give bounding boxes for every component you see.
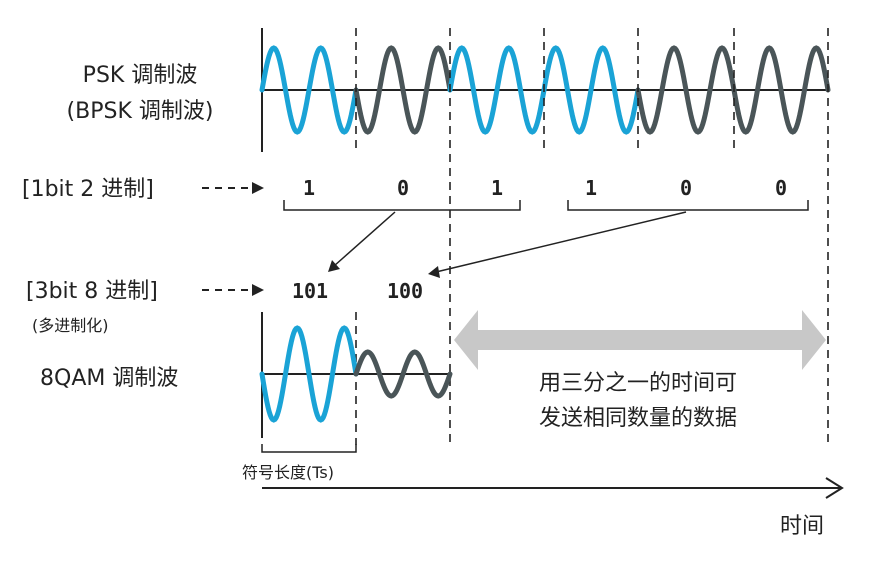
group-bracket-1	[283, 200, 521, 211]
psk-segment	[731, 45, 831, 135]
octal-symbol-1: 101	[292, 279, 328, 303]
qam-segment	[353, 349, 453, 399]
psk-waveform	[259, 45, 831, 135]
qam-waveform	[259, 325, 453, 423]
bit-3: 1	[491, 176, 503, 200]
symbol-dividers	[355, 28, 829, 445]
qam-segment	[259, 325, 359, 423]
octal-label: [3bit 8 进制]	[26, 279, 158, 304]
symbol-length-bracket	[261, 444, 357, 453]
bit-6: 0	[775, 176, 787, 200]
binary-bits: 1 0 1 1 0 0	[303, 176, 787, 200]
mapping-arrow-2	[428, 211, 687, 278]
bit-1: 1	[303, 176, 315, 200]
binary-label: [1bit 2 进制]	[22, 177, 154, 202]
mapping-arrow-1	[328, 211, 396, 272]
group-bracket-2	[567, 200, 809, 211]
octal-dashed-arrow	[202, 284, 264, 296]
message-line2: 发送相同数量的数据	[539, 406, 737, 431]
psk-segment	[635, 45, 737, 135]
psk-segment	[447, 45, 547, 135]
psk-segment	[259, 45, 359, 135]
time-axis-arrow	[262, 477, 844, 499]
time-axis-label: 时间	[780, 514, 824, 539]
octal-symbol-2: 100	[387, 279, 423, 303]
message-line1: 用三分之一的时间可	[539, 371, 737, 396]
binary-dashed-arrow	[202, 182, 264, 194]
qam-label: 8QAM 调制波	[40, 366, 178, 391]
wide-double-arrow	[454, 310, 826, 370]
psk-segment	[541, 45, 641, 135]
psk-label-line1: PSK 调制波	[83, 63, 198, 88]
psk-segment	[353, 45, 453, 135]
bit-5: 0	[680, 176, 692, 200]
symbol-length-label: 符号长度(Ts)	[242, 463, 334, 482]
psk-label-line2: (BPSK 调制波)	[67, 99, 214, 124]
bit-2: 0	[397, 176, 409, 200]
bit-4: 1	[585, 176, 597, 200]
multilevel-note: (多进制化)	[32, 316, 109, 335]
